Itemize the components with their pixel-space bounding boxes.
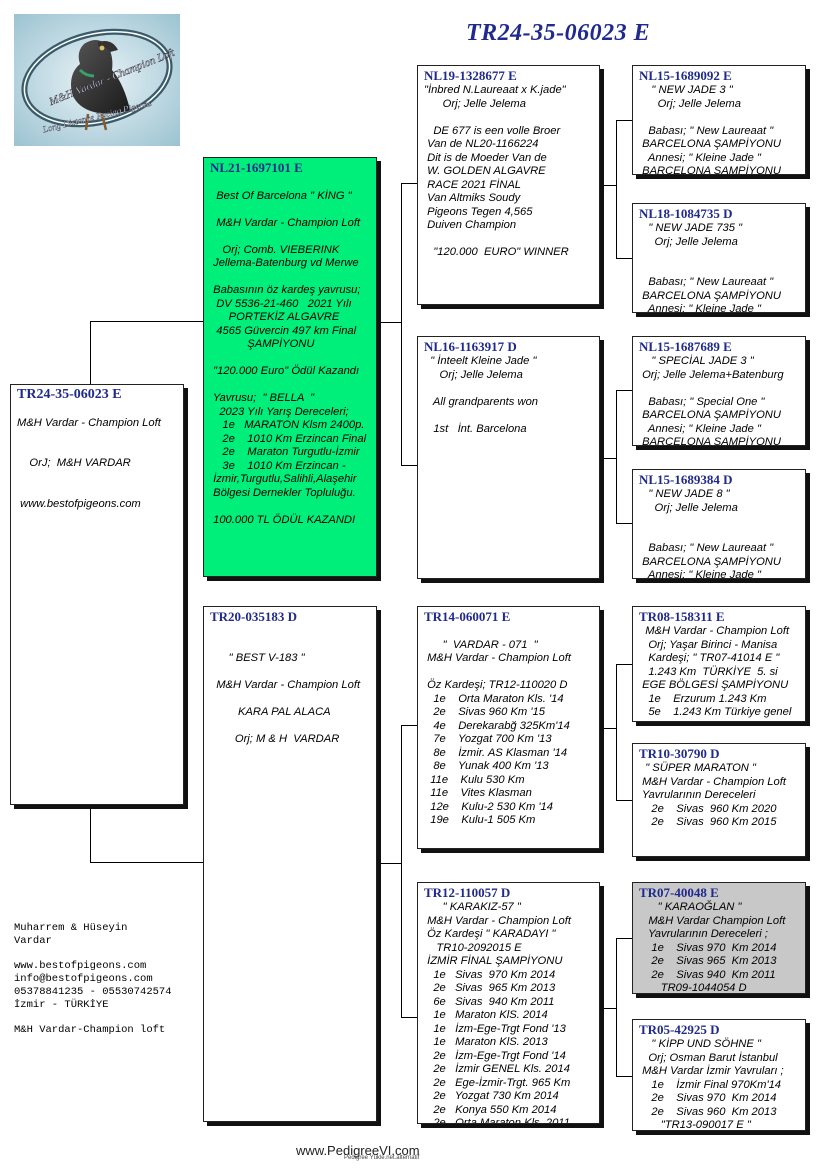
sire-dam-details: " İnteelt Kleine Jade " Orj; Jelle Jelem… [430,355,539,435]
ggp-sss-details: " NEW JADE 3 " Orj; Jelle Jelema Babası;… [642,84,781,175]
dam-sire-details: " VARDAR - 071 " M&H Vardar - Champion L… [427,638,571,827]
ggp-ssd-details: " NEW JADE 735 " Orj; Jelle Jelema Babas… [642,222,781,313]
ggp-sss-ring: NL15-1689092 E [639,68,732,83]
ggp-ssd-card: NL18-1084735 D " NEW JADE 735 " Orj; Jel… [632,203,806,313]
subject-card: TR24-35-06023 E M&H Vardar - Champion Lo… [10,384,184,805]
sire-dam-card: NL16-1163917 D " İnteelt Kleine Jade " O… [417,336,600,579]
page-title: TR24-35-06023 E [466,20,651,46]
ggp-sdd-card: NL15-1689384 D " NEW JADE 8 " Orj; Jelle… [632,469,806,579]
ggp-dss-ring: TR08-158311 E [639,609,725,624]
ggp-sdd-details: " NEW JADE 8 " Orj; Jelle Jelema Babası;… [642,488,781,579]
sire-card: NL21-1697101 E Best Of Barcelona " KİNG … [203,157,377,577]
footer-brand[interactable]: www.PedigreeVI.com Pedigree Yükle.net.al… [296,1143,420,1161]
ggp-sds-ring: NL15-1687689 E [639,339,732,354]
ggp-sss-card: NL15-1689092 E " NEW JADE 3 " Orj; Jelle… [632,65,806,175]
dam-dam-card: TR12-110057 D " KARAKIZ-57 " M&H Vardar … [417,882,600,1124]
ggp-dds-ring: TR07-40048 E [639,885,719,900]
dam-ring: TR20-035183 D [210,609,298,624]
sire-sire-card: NL19-1328677 E "İnbred N.Laureaat x K.ja… [417,65,600,305]
ggp-ssd-ring: NL18-1084735 D [639,206,733,221]
ggp-dsd-details: " SÜPER MARATON " M&H Vardar - Champion … [641,762,786,828]
ggp-dss-card: TR08-158311 E M&H Vardar - Champion Loft… [632,606,806,722]
sire-details: Best Of Barcelona " KİNG " M&H Vardar - … [212,189,367,526]
footer-tagline: Pedigree Yükle.net.alternatif [344,1155,420,1161]
dam-details: " BEST V-183 " M&H Vardar - Champion Lof… [216,652,361,745]
dam-dam-details: " KARAKIZ-57 " M&H Vardar - Champion Lof… [427,901,571,1124]
ggp-ddd-details: " KİPP UND SÖHNE " Orj; Osman Barut İsta… [642,1038,784,1131]
subject-details: M&H Vardar - Champion Loft OrJ; M&H VARD… [17,416,161,510]
dam-sire-ring: TR14-060071 E [424,609,511,624]
dam-dam-ring: TR12-110057 D [424,885,511,900]
contact-info: Muharrem & Hüseyin Vardar www.bestofpige… [14,922,172,1037]
sire-dam-ring: NL16-1163917 D [424,339,517,354]
loft-logo: M&H Vardar - Champion Loft Long Distance… [14,14,180,146]
ggp-sdd-ring: NL15-1689384 D [639,472,733,487]
ggp-sds-card: NL15-1687689 E " SPECİAL JADE 3 " Orj; J… [632,336,806,446]
ggp-dsd-ring: TR10-30790 D [639,746,720,761]
ggp-ddd-ring: TR05-42925 D [639,1022,720,1037]
dam-card: TR20-035183 D " BEST V-183 " M&H Vardar … [203,606,377,1122]
ggp-sds-details: " SPECİAL JADE 3 " Orj; Jelle Jelema+Bat… [642,355,784,446]
ggp-ddd-card: TR05-42925 D " KİPP UND SÖHNE " Orj; Osm… [632,1019,806,1131]
sire-sire-ring: NL19-1328677 E [424,68,517,83]
ggp-dds-card: TR07-40048 E " KARAOĞLAN " M&H Vardar Ch… [632,882,806,994]
dam-sire-card: TR14-060071 E " VARDAR - 071 " M&H Varda… [417,606,600,849]
subject-ring: TR24-35-06023 E [17,387,122,402]
sire-ring: NL21-1697101 E [210,160,303,175]
footer-brand-text: www.PedigreeVI.com [296,1143,420,1158]
ggp-dss-details: M&H Vardar - Champion Loft Orj; Yaşar Bi… [642,625,792,718]
sire-sire-details: "İnbred N.Laureaat x K.jade" Orj; Jelle … [424,84,569,258]
ggp-dsd-card: TR10-30790 D " SÜPER MARATON " M&H Varda… [632,743,806,857]
ggp-dds-details: " KARAOĞLAN " M&H Vardar Champion Loft Y… [648,901,786,994]
